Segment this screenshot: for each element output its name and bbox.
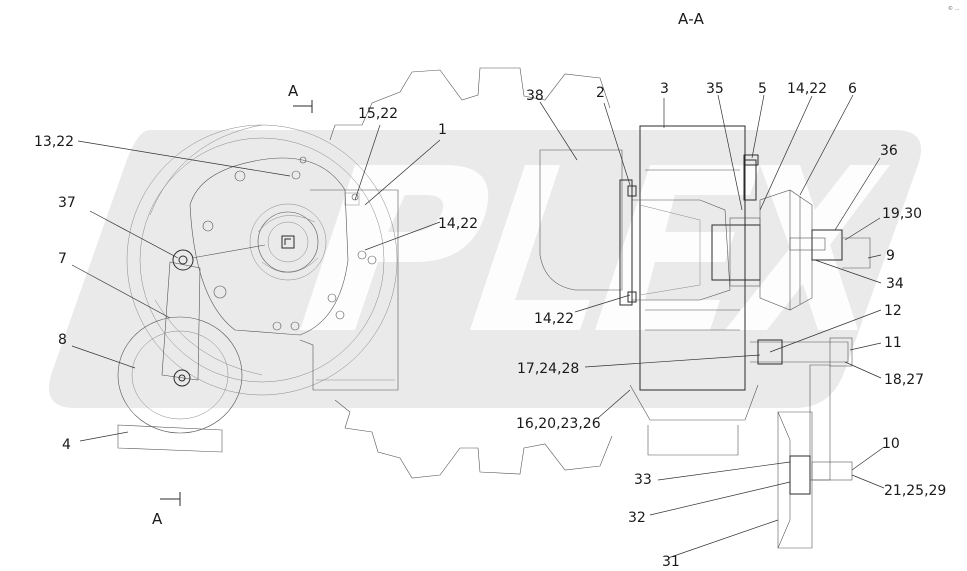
watermark-plate	[48, 130, 922, 408]
callout-1: 1	[438, 122, 447, 138]
hopper	[539, 149, 623, 291]
leader-lines	[71, 94, 885, 559]
callout-4: 4	[62, 437, 71, 453]
callout-14-22-top: 14,22	[787, 81, 827, 97]
section-mark-lower: А	[152, 492, 181, 528]
hub	[249, 203, 327, 281]
callout-33: 33	[634, 472, 652, 488]
callout-labels: 13,22 37 7 8 4 15,22 1 14,22 38 2 3 35 5…	[34, 81, 946, 570]
mounting-plate	[299, 189, 399, 391]
housing	[639, 125, 746, 391]
outlet-chute	[647, 425, 739, 456]
callout-12: 12	[884, 303, 902, 319]
callout-21-25-29: 21,25,29	[884, 483, 946, 499]
watermark-letter-l	[470, 165, 590, 330]
watermark-letter-e	[595, 165, 760, 330]
callout-2: 2	[596, 85, 605, 101]
bolt-holes	[202, 156, 377, 331]
pulley-lower	[777, 411, 853, 549]
callout-37: 37	[58, 195, 76, 211]
front-view: А А	[117, 82, 399, 528]
watermark	[48, 130, 922, 408]
section-letter-lower: А	[152, 510, 163, 528]
outlet-flange	[629, 384, 759, 421]
callout-31: 31	[662, 554, 680, 570]
base-block	[117, 424, 223, 453]
callout-16-20-23-26: 16,20,23,26	[516, 416, 601, 432]
lever-arm	[161, 244, 266, 381]
callout-5: 5	[758, 81, 767, 97]
callout-36: 36	[880, 143, 898, 159]
callout-9: 9	[886, 248, 895, 264]
callout-32: 32	[628, 510, 646, 526]
section-view	[539, 125, 871, 549]
callout-8: 8	[58, 332, 67, 348]
section-title: А-А	[678, 10, 705, 28]
callout-10: 10	[882, 436, 900, 452]
shaft-end	[811, 229, 843, 261]
callout-13-22: 13,22	[34, 134, 74, 150]
callout-11: 11	[884, 335, 902, 351]
lower-wheel	[117, 316, 243, 453]
callout-14-22-left: 14,22	[438, 216, 478, 232]
callout-18-27: 18,27	[884, 372, 924, 388]
callout-6: 6	[848, 81, 857, 97]
callout-19-30: 19,30	[882, 206, 922, 222]
bracket-plate	[189, 157, 349, 336]
section-letter-upper: А	[288, 82, 299, 100]
callout-15-22: 15,22	[358, 106, 398, 122]
callout-35: 35	[706, 81, 724, 97]
corner-mark: © …	[948, 5, 960, 12]
callout-7: 7	[58, 251, 67, 267]
section-mark-upper: А	[288, 82, 313, 113]
bracket-assembly	[750, 337, 853, 481]
callout-17-24-28: 17,24,28	[517, 361, 579, 377]
callout-14-22-mid: 14,22	[534, 311, 574, 327]
callout-34: 34	[886, 276, 904, 292]
sprocket-outline	[329, 67, 613, 479]
watermark-letter-x	[725, 165, 890, 330]
callout-38: 38	[526, 88, 544, 104]
watermark-letter-p	[300, 165, 489, 330]
callout-3: 3	[660, 81, 669, 97]
